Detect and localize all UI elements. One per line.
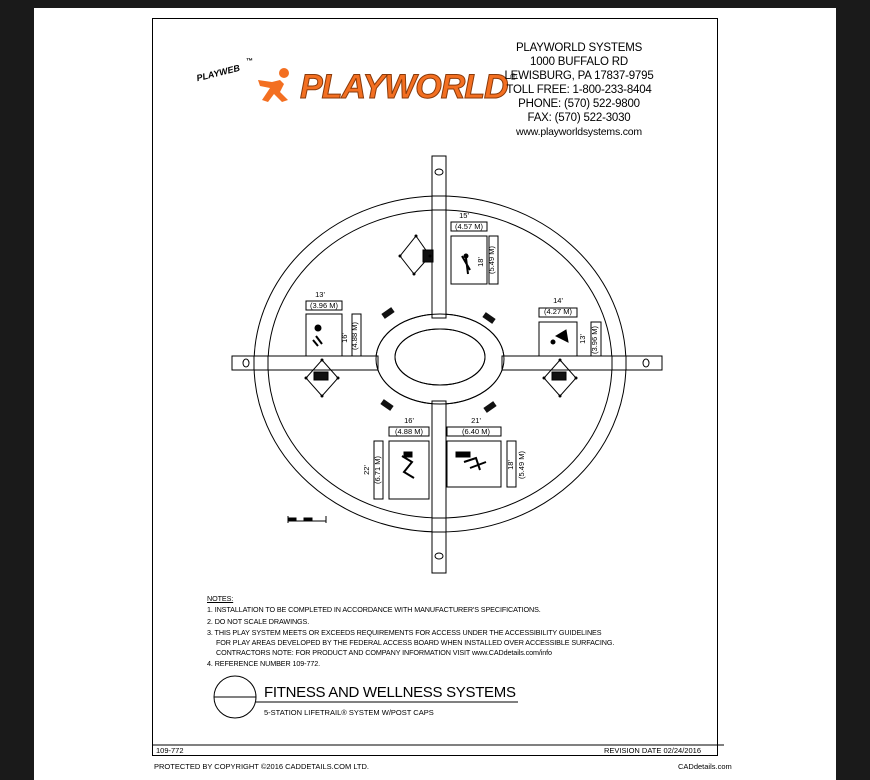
station-sw-width-m: (4.88 M) <box>395 427 423 436</box>
bench-nw <box>381 307 395 319</box>
bench-ne <box>482 312 496 324</box>
bench-sw <box>380 399 394 411</box>
station-east-width-ft: 14' <box>553 296 563 305</box>
bench-se <box>483 401 497 413</box>
station-north-height-m: (5.49 M) <box>487 246 496 274</box>
playworld-logo-wordmark: PLAYWORLD <box>300 68 510 107</box>
drawing-title: FITNESS AND WELLNESS SYSTEMS <box>264 684 516 701</box>
station-west-width-ft: 13' <box>315 290 325 299</box>
note-1: 1. INSTALLATION TO BE COMPLETED IN ACCOR… <box>207 605 541 614</box>
registered-mark: ® <box>510 72 517 82</box>
copyright-notice: PROTECTED BY COPYRIGHT ©2016 CADDETAILS.… <box>154 762 370 771</box>
company-toll-free: TOLL FREE: 1-800-233-8404 <box>506 84 652 96</box>
notes-heading: NOTES: <box>207 594 234 603</box>
station-sw-height-m: (6.71 M) <box>373 456 382 484</box>
west-post-cap <box>242 358 250 368</box>
company-website: www.playworldsystems.com <box>516 126 642 138</box>
station-north-width-ft: 15' <box>459 211 469 220</box>
station-sw-height-ft: 22' <box>362 465 371 475</box>
station-east <box>538 307 602 357</box>
station-west-height-ft: 16' <box>340 333 349 343</box>
station-sw <box>373 426 430 500</box>
station-se <box>446 426 517 488</box>
scale-bar <box>287 516 327 523</box>
east-post-cap <box>642 358 650 368</box>
trademark-mark: ™ <box>246 58 253 65</box>
station-north-height-ft: 18' <box>476 257 485 267</box>
station-sw-width-ft: 16' <box>404 416 414 425</box>
reference-number: 109-772 <box>156 746 184 755</box>
station-se-width-ft: 21' <box>471 416 481 425</box>
north-post-cap <box>434 168 444 176</box>
runner-logo-icon <box>258 68 289 102</box>
note-contractors: CONTRACTORS NOTE: FOR PRODUCT AND COMPAN… <box>216 648 552 657</box>
revision-date: REVISION DATE 02/24/2016 <box>604 746 701 755</box>
caddetails-site: CADdetails.com <box>678 762 732 771</box>
station-west-width-m: (3.96 M) <box>310 301 338 310</box>
station-north-width-m: (4.57 M) <box>455 222 483 231</box>
station-east-width-m: (4.27 M) <box>544 307 572 316</box>
north-path <box>431 155 447 319</box>
station-se-width-m: (6.40 M) <box>462 427 490 436</box>
company-fax: FAX: (570) 522-3030 <box>527 112 631 124</box>
note-4: 4. REFERENCE NUMBER 109-772. <box>207 659 321 668</box>
station-west-height-m: (4.88 M) <box>350 322 359 350</box>
station-se-height-ft: 18' <box>506 460 515 470</box>
east-path <box>501 355 663 371</box>
station-east-height-m: (3.96 M) <box>590 326 599 354</box>
south-post-cap <box>434 552 444 560</box>
station-west <box>305 300 362 357</box>
company-street: 1000 BUFFALO RD <box>530 56 628 68</box>
note-2: 2. DO NOT SCALE DRAWINGS. <box>207 617 310 626</box>
company-city: LEWISBURG, PA 17837-9795 <box>504 70 654 82</box>
station-se-height-m: (5.49 M) <box>517 451 526 479</box>
south-path <box>431 400 447 574</box>
drawing-sheet <box>34 8 836 780</box>
drawing-frame <box>152 18 718 756</box>
station-north <box>450 221 499 285</box>
company-phone: PHONE: (570) 522-9800 <box>518 98 640 110</box>
note-3: 3. THIS PLAY SYSTEM MEETS OR EXCEEDS REQ… <box>207 628 602 637</box>
station-east-height-ft: 13' <box>578 334 587 344</box>
note-3-cont: FOR PLAY AREAS DEVELOPED BY THE FEDERAL … <box>216 638 615 647</box>
company-name: PLAYWORLD SYSTEMS <box>515 42 643 54</box>
drawing-subtitle: 5-STATION LIFETRAIL® SYSTEM W/POST CAPS <box>264 708 434 717</box>
